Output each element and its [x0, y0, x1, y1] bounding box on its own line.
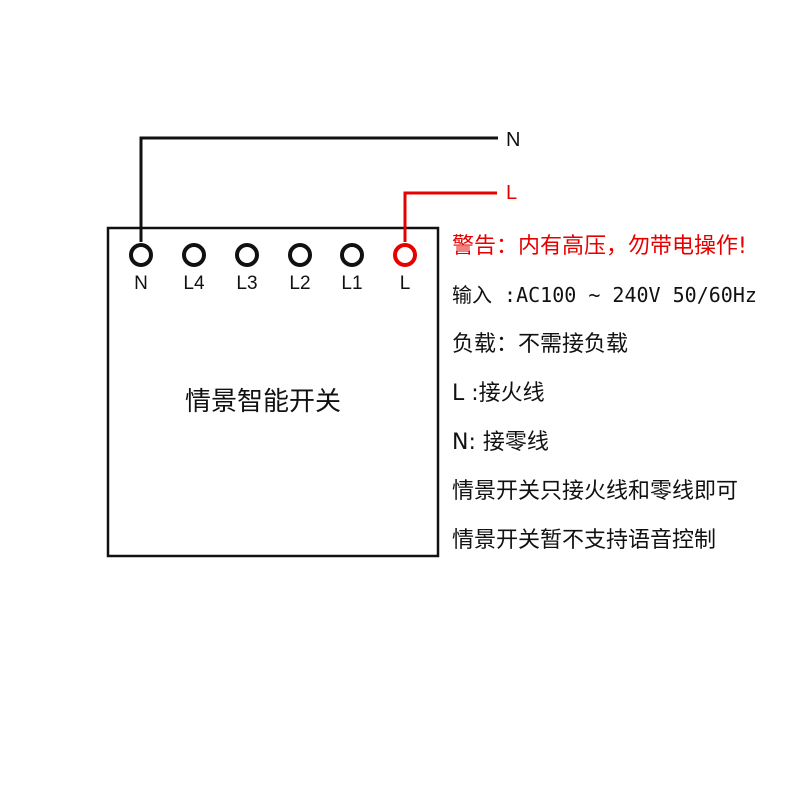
neutral-wire-label: N [506, 129, 520, 151]
switch-device-box [106, 226, 440, 558]
terminal-label-l2: L2 [289, 273, 310, 294]
device-title: 情景智能开关 [185, 387, 341, 417]
terminal-l4 [182, 243, 206, 267]
terminal-l2 [288, 243, 312, 267]
terminal-l3 [235, 243, 259, 267]
live-wire-note: L :接火线 [452, 381, 545, 406]
load-note: 负载：不需接负载 [452, 332, 629, 357]
live-wire [403, 191, 497, 242]
terminal-label-l: L [400, 273, 411, 294]
terminal-label-l4: L4 [183, 273, 205, 294]
neutral-wire-note: N: 接零线 [452, 430, 549, 455]
terminal-l [393, 243, 417, 267]
terminal-label-l1: L1 [341, 273, 362, 294]
terminal-n [129, 243, 153, 267]
spec-notes: 警告：内有高压，勿带电操作! 输入 :AC100 ~ 240V 50/60Hz … [452, 222, 792, 565]
wiring-note: 情景开关只接火线和零线即可 [452, 479, 739, 504]
terminal-l1 [340, 243, 364, 267]
neutral-wire [139, 136, 498, 242]
input-spec-note: 输入 :AC100 ~ 240V 50/60Hz [452, 283, 757, 307]
warning-note: 警告：内有高压，勿带电操作! [452, 234, 747, 259]
terminal-label-l3: L3 [236, 273, 257, 294]
voice-control-note: 情景开关暂不支持语音控制 [452, 528, 717, 553]
live-wire-label: L [506, 182, 517, 204]
terminal-label-n: N [134, 273, 148, 294]
